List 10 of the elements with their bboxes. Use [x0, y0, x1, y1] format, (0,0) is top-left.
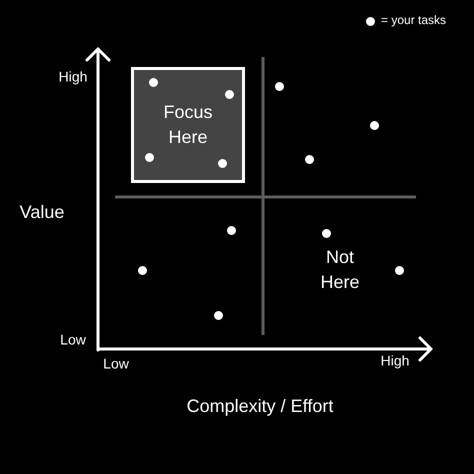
axis-label: Low [103, 356, 129, 372]
axis-label: Low [60, 332, 86, 348]
axis-label: High [58, 68, 88, 86]
axis-label: High [380, 352, 410, 370]
box-label: Focus Here [162, 100, 214, 149]
quadrant-label: Not Here [319, 246, 360, 294]
legend-text: = your tasks [381, 13, 446, 28]
focus-box [131, 67, 245, 183]
axis-title: Complexity / Effort [186, 396, 334, 418]
axis-title: Value [20, 202, 64, 224]
